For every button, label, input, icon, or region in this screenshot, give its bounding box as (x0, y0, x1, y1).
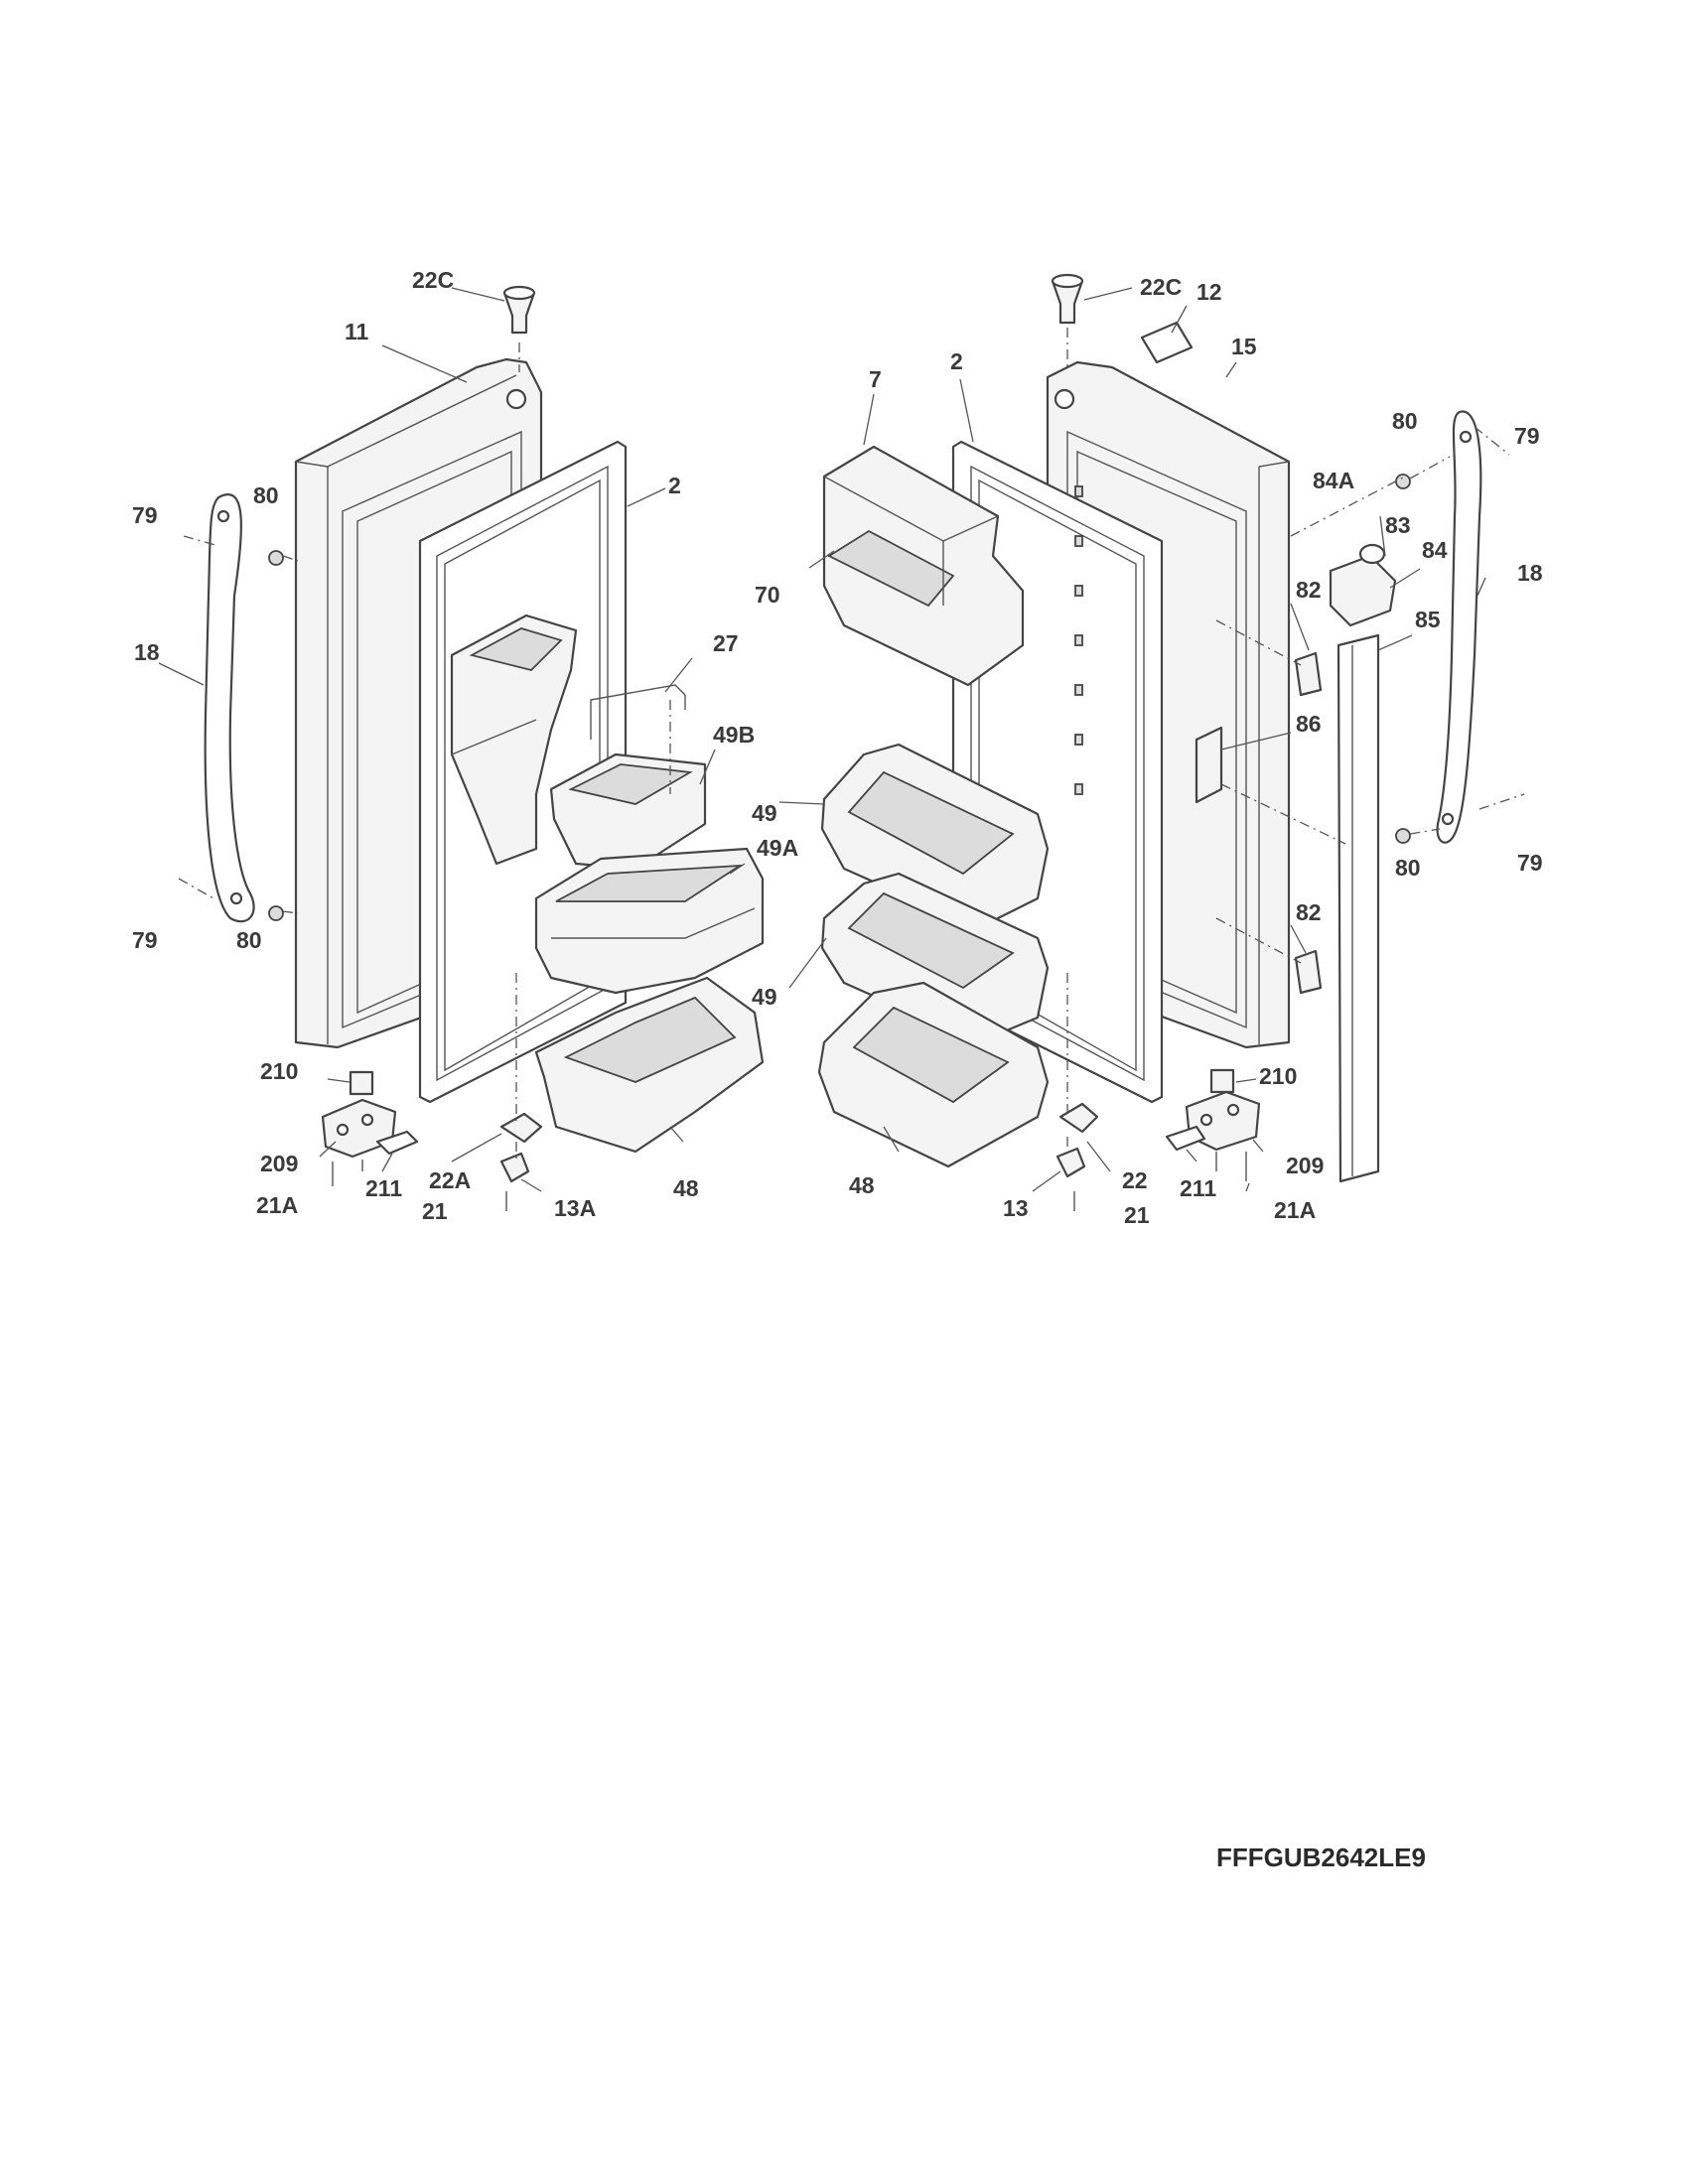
callout-80-right-top: 80 (1392, 408, 1418, 434)
callout-79-left-bottom: 79 (132, 927, 158, 953)
left-bottom-hinge-parts (321, 1070, 543, 1211)
wire-shelf-27 (590, 684, 686, 740)
callout-7: 7 (869, 366, 882, 392)
mullion-brackets-82 (1215, 619, 1323, 995)
callout-82-right-top: 82 (1296, 577, 1322, 603)
callout-85: 85 (1415, 607, 1441, 632)
callout-22c-right: 22C (1140, 274, 1182, 300)
callout-27: 27 (713, 630, 739, 656)
callout-21a-left: 21A (256, 1192, 298, 1218)
callout-21-right: 21 (1124, 1202, 1150, 1228)
callout-22a: 22A (429, 1167, 471, 1193)
callout-210-right: 210 (1259, 1063, 1297, 1089)
callout-80-right-bottom: 80 (1395, 855, 1421, 881)
callout-15: 15 (1231, 334, 1257, 359)
callout-80-left-bottom: 80 (236, 927, 262, 953)
small-bin-49b (549, 752, 707, 871)
callout-82-right-bottom: 82 (1296, 899, 1322, 925)
leader-lines (158, 287, 1486, 1192)
callout-18-left: 18 (134, 639, 160, 665)
right-door-liner-studs (1074, 485, 1083, 795)
callout-2-left: 2 (668, 473, 681, 498)
right-screws-and-plugs (1395, 426, 1525, 844)
callout-labels: 22C 11 2 79 80 18 27 49B 49A 79 80 210 2… (132, 267, 1543, 1228)
left-door-handle (204, 493, 255, 923)
callout-18-right: 18 (1517, 560, 1543, 586)
callout-49-right-lower: 49 (752, 984, 777, 1010)
callout-12: 12 (1196, 279, 1222, 305)
callout-13: 13 (1003, 1195, 1029, 1221)
dispenser-housing (450, 614, 578, 866)
dairy-compartment-70 (822, 445, 1025, 687)
callout-22: 22 (1122, 1167, 1148, 1193)
callout-86: 86 (1296, 711, 1322, 737)
callout-48-left: 48 (673, 1175, 699, 1201)
right-door-handle (1436, 410, 1482, 844)
left-top-plug-22c (502, 285, 536, 335)
callout-13a: 13A (554, 1195, 596, 1221)
callout-49b: 49B (713, 722, 755, 748)
right-bottom-hinge-parts (1055, 1068, 1261, 1211)
callout-49a: 49A (757, 835, 798, 861)
right-top-plug-22c (1051, 273, 1194, 364)
callout-22c-left: 22C (412, 267, 454, 293)
callout-70: 70 (755, 582, 780, 608)
callout-211-left: 211 (365, 1175, 402, 1201)
callout-84a: 84A (1313, 468, 1354, 493)
callout-80-left-top: 80 (253, 482, 279, 508)
door-bin-49-lower (820, 872, 1050, 1044)
callout-49-right-upper: 49 (752, 800, 777, 826)
callout-48-right: 48 (849, 1172, 875, 1198)
callout-79-left-top: 79 (132, 502, 158, 528)
bottom-bin-48-right (817, 981, 1050, 1168)
model-number: FFFGUB2642LE9 (1216, 1843, 1426, 1872)
callout-21-left: 21 (422, 1198, 448, 1224)
callout-21a-right: 21A (1274, 1197, 1316, 1223)
callout-211-right: 211 (1180, 1175, 1216, 1201)
left-assembly-dash-lines (515, 342, 671, 1161)
callout-210-left: 210 (260, 1058, 298, 1084)
door-bin-49a (534, 847, 765, 995)
left-screws-and-plugs (178, 535, 299, 921)
callout-84: 84 (1422, 537, 1448, 563)
callout-79-right-bottom: 79 (1517, 850, 1543, 876)
callout-209-right: 209 (1286, 1153, 1324, 1178)
callout-11: 11 (345, 319, 369, 344)
callout-79-right-top: 79 (1514, 423, 1540, 449)
callout-2-right: 2 (950, 348, 963, 374)
hinge-cover-assembly (1290, 476, 1406, 627)
callout-209-left: 209 (260, 1151, 298, 1176)
trim-strip-85 (1336, 633, 1380, 1183)
callout-83: 83 (1385, 512, 1411, 538)
control-panel-86 (1195, 726, 1346, 845)
bottom-bin-48-left (534, 976, 765, 1154)
